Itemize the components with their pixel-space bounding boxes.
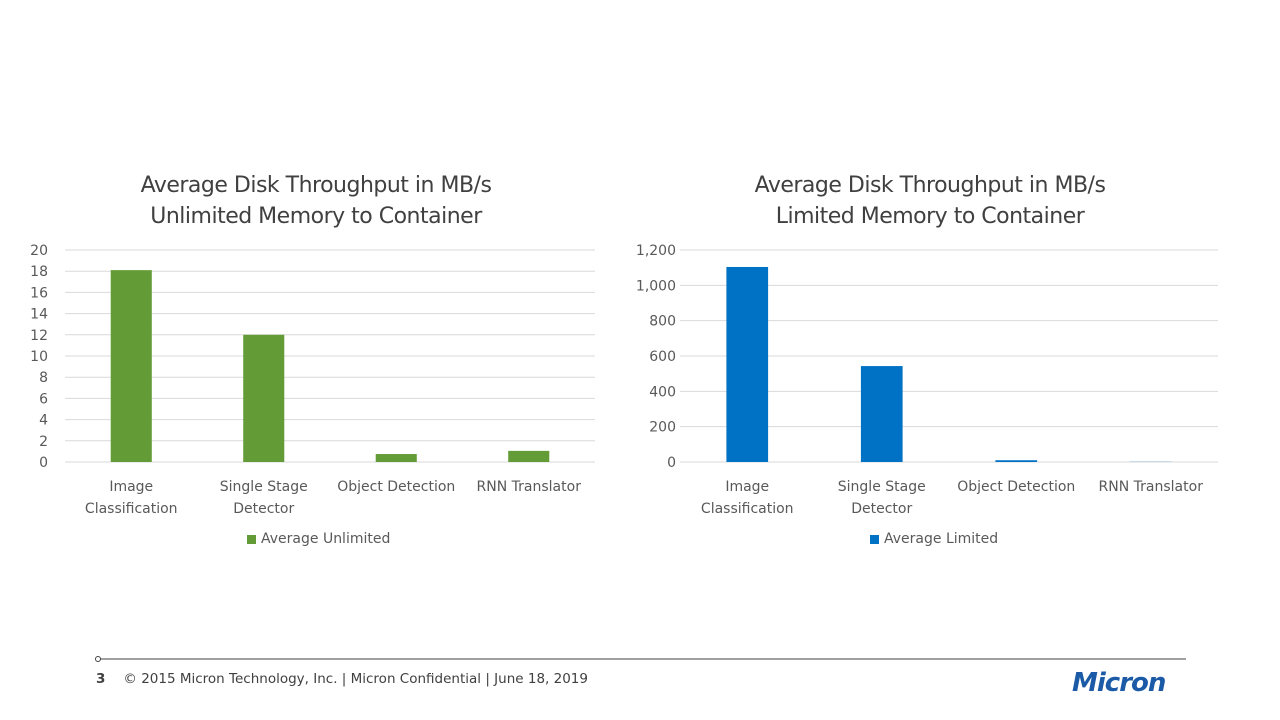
- y-tick-label: 10: [30, 349, 48, 365]
- x-tick-label: Object Detection: [957, 479, 1075, 495]
- y-tick-label: 4: [39, 413, 48, 429]
- legend-label: Average Limited: [884, 531, 999, 547]
- x-tick-label: Detector: [851, 501, 912, 517]
- y-tick-label: 1,200: [636, 243, 676, 259]
- y-tick-label: 800: [649, 314, 676, 330]
- x-tick-label: Classification: [701, 501, 794, 517]
- footer-text: © 2015 Micron Technology, Inc. | Micron …: [123, 671, 588, 687]
- legend-swatch: [870, 534, 879, 544]
- chart1-legend: Average Unlimited: [247, 531, 390, 547]
- y-tick-label: 0: [39, 455, 48, 471]
- bar-single-stage-detector: [243, 334, 285, 462]
- bar-image-classification: [726, 266, 769, 462]
- y-tick-label: 20: [30, 243, 48, 259]
- x-tick-label: Object Detection: [337, 479, 455, 495]
- x-tick-label: Image: [725, 479, 769, 495]
- chart2-subtitle: Limited Memory to Container: [775, 204, 1085, 229]
- footer: 3 © 2015 Micron Technology, Inc. | Micron…: [96, 671, 588, 687]
- y-tick-label: 8: [39, 370, 48, 386]
- chart2-legend: Average Limited: [870, 531, 998, 547]
- y-tick-label: 14: [30, 307, 48, 323]
- y-tick-label: 400: [649, 384, 676, 400]
- bar-single-stage-detector: [860, 366, 903, 462]
- x-tick-label: Classification: [85, 501, 178, 517]
- y-tick-label: 16: [30, 285, 48, 301]
- y-tick-label: 600: [649, 349, 676, 365]
- x-tick-label: RNN Translator: [477, 479, 582, 495]
- chart1-title: Average Disk Throughput in MB/s Unlimite…: [66, 170, 566, 232]
- y-tick-label: 200: [649, 420, 676, 436]
- chart1-subtitle: Unlimited Memory to Container: [150, 204, 482, 229]
- chart2-title: Average Disk Throughput in MB/s Limited …: [680, 170, 1180, 232]
- x-tick-label: RNN Translator: [1099, 479, 1204, 495]
- bar-object-detection: [995, 460, 1038, 462]
- page-number: 3: [96, 671, 106, 687]
- y-tick-label: 2: [39, 434, 48, 450]
- y-tick-label: 1,000: [636, 278, 676, 294]
- bar-rnn-translator: [508, 450, 550, 462]
- legend-label: Average Unlimited: [261, 531, 391, 547]
- chart1-title-line1: Average Disk Throughput in MB/s: [140, 173, 492, 198]
- legend-swatch: [247, 534, 256, 544]
- x-tick-label: Detector: [233, 501, 294, 517]
- bar-image-classification: [110, 270, 152, 462]
- x-tick-label: Single Stage: [220, 479, 308, 495]
- y-tick-label: 6: [39, 391, 48, 407]
- y-tick-label: 12: [30, 328, 48, 344]
- x-tick-label: Image: [109, 479, 153, 495]
- micron-logo: Micron: [1072, 668, 1166, 698]
- y-tick-label: 18: [30, 264, 48, 280]
- bar-object-detection: [375, 454, 417, 462]
- x-tick-label: Single Stage: [838, 479, 926, 495]
- chart2-title-line1: Average Disk Throughput in MB/s: [754, 173, 1106, 198]
- y-tick-label: 0: [667, 455, 676, 471]
